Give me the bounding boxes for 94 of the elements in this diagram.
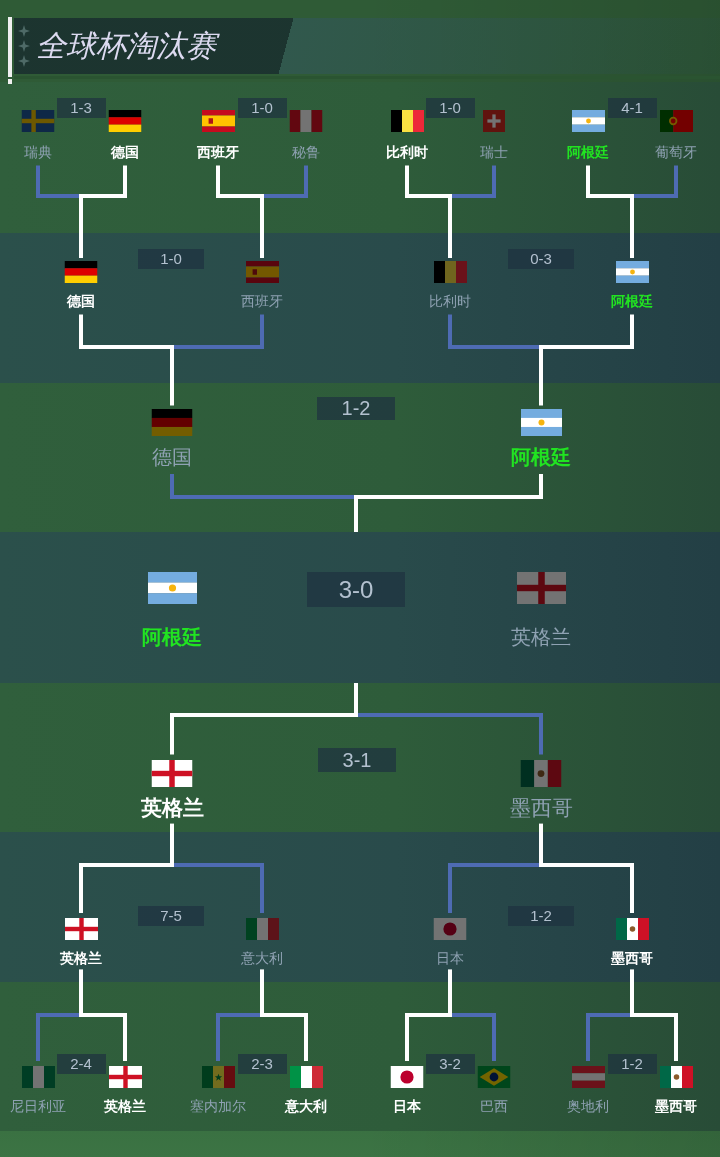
team-name: 意大利 [285,1097,327,1115]
score-box: 1-3 [56,98,106,118]
team-name: 瑞士 [480,143,508,161]
score-box: 0-3 [508,249,574,269]
bracket-line [174,314,264,349]
team-name: 德国 [152,445,192,469]
bracket-line [586,165,630,198]
bracket-line [170,345,174,406]
team-name: 墨西哥 [611,949,653,967]
bracket-line [354,495,358,532]
bracket-line [543,863,634,913]
bracket-line [174,863,264,913]
bracket-line [448,863,539,913]
row-band [0,383,720,532]
team-name: 葡萄牙 [655,143,697,161]
row-band [0,82,720,233]
score-box: 1-2 [317,396,395,420]
team-name: 阿根廷 [611,292,653,310]
team-name: 秘鲁 [292,143,320,161]
team-name: 墨西哥 [655,1097,697,1115]
bracket-line [83,165,127,198]
team-name: 德国 [111,143,139,161]
bracket-line [79,314,170,349]
bracket-line [170,713,354,755]
bracket-line [630,194,634,258]
bracket-line [452,165,496,198]
score-box: 2-3 [237,1054,287,1074]
score-box: 1-0 [138,249,204,269]
score-box: 2-4 [56,1054,106,1074]
bracket-line [36,1013,79,1061]
bracket-line [452,1013,496,1061]
team-name: 英格兰 [104,1097,146,1115]
bracket-line [539,345,543,406]
bracket-line [260,194,264,258]
team-name: 奥地利 [567,1097,609,1115]
bracket-line [83,1013,127,1061]
score-box: 3-0 [307,571,405,607]
bracket-line [405,165,448,198]
score-box: 1-2 [508,906,574,926]
bracket-line [354,683,358,717]
bracket-line [264,1013,308,1061]
row-band [0,683,720,832]
bracket-line [448,969,452,1017]
bracket-line [630,969,634,1017]
bracket-line [216,1013,260,1061]
row-band [0,982,720,1131]
team-name: 西班牙 [197,143,239,161]
score-box: 1-0 [425,98,475,118]
bracket-line [216,165,260,198]
team-name: 阿根廷 [142,625,202,649]
team-name: 英格兰 [511,625,571,649]
team-name: 阿根廷 [511,445,571,469]
score-box: 1-0 [237,98,287,118]
score-box: 4-1 [607,98,657,118]
team-name: 尼日利亚 [10,1097,66,1115]
team-name: 墨西哥 [509,795,573,821]
team-name: 西班牙 [241,292,283,310]
bracket-line [448,314,539,349]
bracket-line [170,823,174,867]
bracket-line [36,165,79,198]
bracket-line [634,1013,678,1061]
team-name: 日本 [436,949,464,967]
team-name: 英格兰 [140,795,204,821]
team-name: 阿根廷 [567,143,609,161]
score-box: 1-2 [607,1054,657,1074]
team-name: 塞内加尔 [190,1097,246,1115]
bracket-line [405,1013,448,1061]
bracket-line [448,194,452,258]
row-band [0,832,720,982]
bracket-line [260,969,264,1017]
bracket-line [79,969,83,1017]
bracket-line [586,1013,630,1061]
team-name: 英格兰 [60,949,102,967]
score-box: 3-1 [318,748,396,772]
score-box: 3-2 [425,1054,475,1074]
bracket-line [170,474,354,499]
row-band [0,233,720,383]
team-name: 意大利 [241,949,283,967]
team-name: 德国 [67,292,95,310]
bracket-line [79,863,170,913]
bracket-line [358,474,543,499]
bracket-line [264,165,308,198]
bracket-line [79,194,83,258]
row-band [0,532,720,683]
team-name: 比利时 [429,292,471,310]
score-box: 7-5 [138,906,204,926]
bracket-line [539,823,543,867]
team-name: 瑞典 [24,143,52,161]
team-name: 日本 [393,1097,421,1115]
bracket-line [358,713,543,755]
bracket-line [634,165,678,198]
bracket-line [543,314,634,349]
team-name: 比利时 [386,143,428,161]
team-name: 巴西 [480,1097,508,1115]
